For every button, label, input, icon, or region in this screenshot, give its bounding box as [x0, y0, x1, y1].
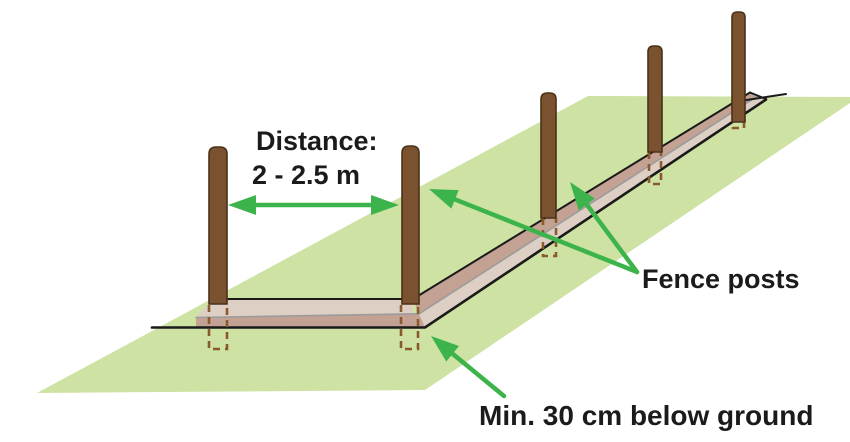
- fence-posts-arrow-1: [429, 189, 640, 275]
- fence-post-2: [401, 145, 420, 305]
- fence-post-5: [731, 11, 746, 123]
- fence-posts-arrow-2-head: [570, 182, 595, 211]
- min-depth-label: Min. 30 cm below ground: [479, 400, 813, 431]
- buried-post-dashes-4: [647, 152, 663, 186]
- annotation-arrows-layer: [228, 182, 640, 399]
- buried-post-dashes-3: [541, 218, 558, 258]
- min-depth-arrow: [431, 336, 507, 399]
- fence-posts-layer: [208, 11, 746, 305]
- fence-post-3: [540, 92, 557, 219]
- fence-posts-arrow-1-shaft: [447, 194, 640, 275]
- distance-label-line2: 2 - 2.5 m: [252, 160, 360, 190]
- distance-arrow-tail-head: [228, 195, 256, 215]
- distance-arrow-head: [371, 195, 399, 215]
- ground-cut-line-far-end: [739, 93, 787, 102]
- fence-posts-arrow-1-head: [429, 189, 459, 209]
- distance-label-line1: Distance:: [256, 126, 378, 156]
- ground-cut-line-front: [150, 98, 768, 329]
- buried-post-dashes-2: [399, 305, 420, 351]
- fence-posts-arrow-2-shaft: [580, 197, 640, 275]
- trench-top-surface-front: [196, 300, 413, 317]
- buried-post-dashes-1: [207, 305, 229, 351]
- min-depth-arrow-head: [431, 336, 459, 362]
- distance-arrow: [228, 195, 399, 215]
- labels: Distance: 2 - 2.5 m Fence posts Min. 30 …: [252, 126, 813, 431]
- fence-post-4: [647, 45, 663, 153]
- fence-posts-arrow-2: [570, 182, 640, 275]
- fence-posts-label: Fence posts: [642, 264, 800, 294]
- fence-post-1: [208, 146, 228, 305]
- min-depth-arrow-shaft: [445, 347, 507, 399]
